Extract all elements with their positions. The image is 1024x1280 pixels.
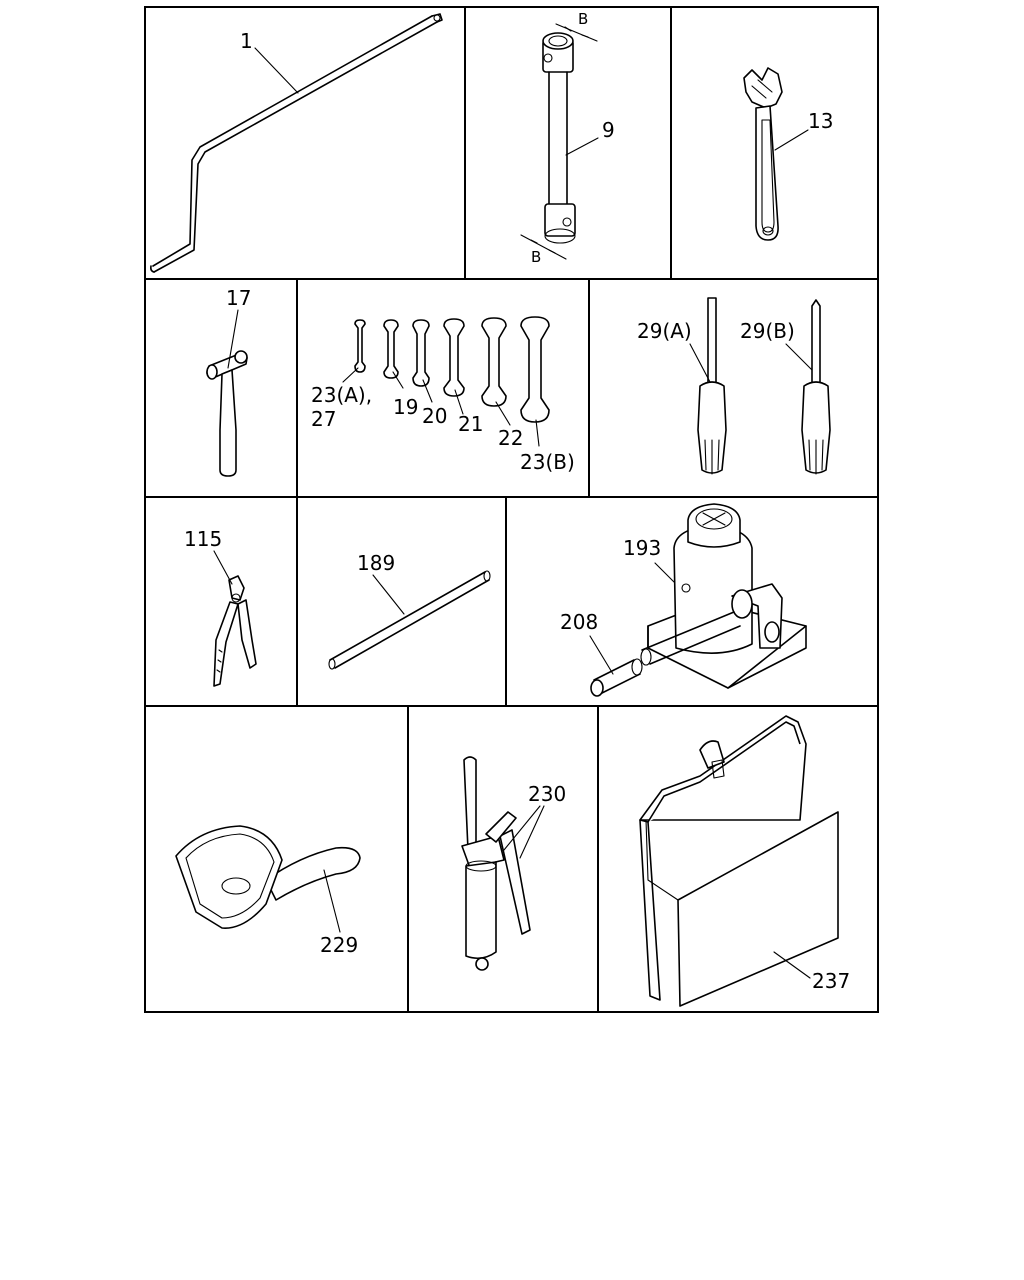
jack-handle-rod-icon <box>150 13 443 273</box>
callout-189: 189 <box>357 551 395 575</box>
callout-22: 22 <box>498 426 523 450</box>
leader-line-193 <box>654 562 675 583</box>
callout-229: 229 <box>320 933 358 957</box>
callout-29a: 29(A) <box>637 319 692 343</box>
callout-23b: 23(B) <box>520 450 575 474</box>
callout-237: 237 <box>812 969 850 993</box>
leader-line-237 <box>773 951 811 979</box>
leader-line-17 <box>227 309 239 369</box>
leader-line-1 <box>254 47 299 94</box>
leader-line-208 <box>589 635 614 675</box>
callout-17: 17 <box>226 286 251 310</box>
grease-gun-icon <box>461 756 531 971</box>
wrench-leader-lines <box>342 367 540 447</box>
callout-23a: 23(A), <box>311 383 372 407</box>
dimension-label-b-top: B <box>578 10 588 28</box>
callout-13: 13 <box>808 109 833 133</box>
leader-line-9 <box>565 137 599 156</box>
callout-21: 21 <box>458 412 483 436</box>
leader-line-189 <box>372 574 405 615</box>
callout-29b: 29(B) <box>740 319 795 343</box>
dimension-b-marks <box>520 23 598 260</box>
callout-19: 19 <box>393 395 418 419</box>
leader-line-230-a <box>503 805 541 851</box>
leader-line-29b <box>785 343 813 371</box>
diagram-frame <box>144 6 879 1013</box>
pliers-icon <box>213 575 257 687</box>
adjustable-wrench-icon <box>743 67 783 241</box>
open-end-wrench-set-icon <box>354 316 550 423</box>
leader-line-229 <box>323 869 341 933</box>
callout-9: 9 <box>602 118 615 142</box>
hammer-icon <box>206 350 248 477</box>
callout-193: 193 <box>623 536 661 560</box>
leader-line-230-b <box>519 805 545 859</box>
callout-208: 208 <box>560 610 598 634</box>
bar-icon <box>328 570 491 670</box>
callout-20: 20 <box>422 404 447 428</box>
leader-line-29a <box>689 343 711 383</box>
tool-bag-icon <box>639 715 839 1007</box>
dimension-label-b-bottom: B <box>531 248 541 266</box>
callout-27: 27 <box>311 407 336 431</box>
leader-line-13 <box>774 129 809 151</box>
callout-230: 230 <box>528 782 566 806</box>
callout-1: 1 <box>240 29 253 53</box>
screwdriver-phillips-icon <box>801 299 831 475</box>
leader-line-115 <box>213 550 233 585</box>
bottle-jack-icon <box>647 503 807 689</box>
wheel-nut-wrench-icon <box>542 32 576 244</box>
callout-115: 115 <box>184 527 222 551</box>
screwdriver-flat-icon <box>697 297 727 475</box>
oil-scoop-icon <box>175 825 361 929</box>
jack-lever-pipe-icon <box>590 611 741 697</box>
